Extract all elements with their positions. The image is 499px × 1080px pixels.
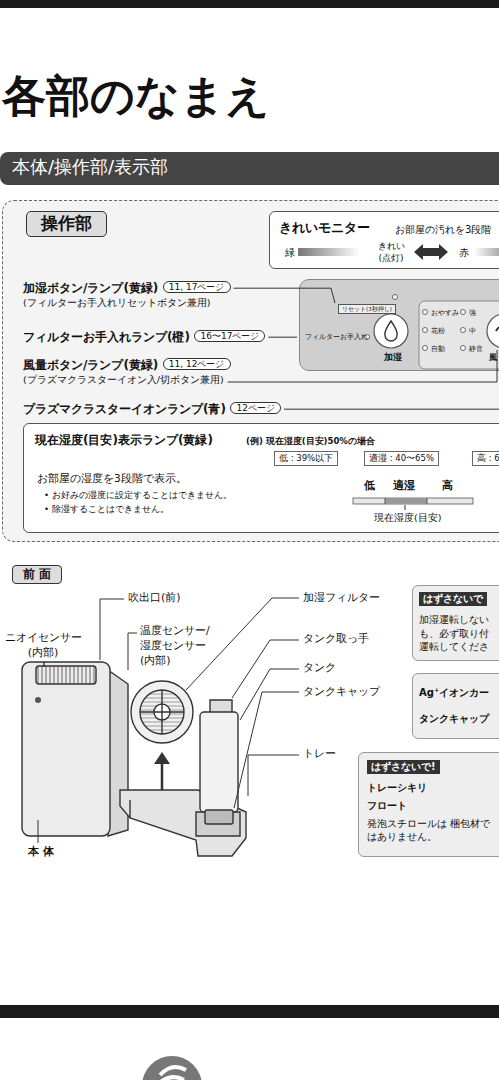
page-icon xyxy=(142,1056,202,1080)
node-text: 適湿 : 40〜65% xyxy=(369,453,434,463)
node-text: 11, 12ページ xyxy=(169,359,225,369)
section-band: 本体/操作部/表示部 xyxy=(0,152,499,185)
humidify-filter xyxy=(131,681,193,743)
part-label: プラズマクラスターイオンランプ(青) xyxy=(23,403,226,417)
part-label: タンク xyxy=(303,662,336,675)
node-text: Ag⁺イオンカー xyxy=(419,687,489,699)
range-box: 高 : 6 xyxy=(472,451,499,466)
node-text: • お好みの湿度に設定することはできません。 xyxy=(44,491,232,501)
leader-line xyxy=(268,337,297,338)
node-text: 適湿 xyxy=(393,480,415,493)
node-text: 高 : 6 xyxy=(477,453,499,463)
node-text: きれい (点灯) xyxy=(375,240,407,264)
part-label: 風量ボタン/ランプ(黄緑) xyxy=(23,359,158,373)
info-box: Ag⁺イオンカータンクキャップ xyxy=(412,673,499,739)
monitor-box: きれいモニター お部屋の汚れを3段階緑 きれい (点灯) 赤 xyxy=(269,211,499,269)
part-label: 吹出口(前) xyxy=(128,592,181,605)
part-label: タンク取っ手 xyxy=(303,633,369,646)
node-text: フロート xyxy=(367,800,407,812)
node-text: はずさないで! xyxy=(367,760,440,774)
node-text: 緑 xyxy=(285,247,295,259)
part-label: タンクキャップ xyxy=(303,686,380,699)
humidity-box: 現在湿度(目安)表示ランプ(黄緑) (例) 現在湿度(目安)50%の場合お部屋の湿… xyxy=(23,423,499,533)
section-tag: 前 面 xyxy=(12,565,62,584)
page-ref-pill: 11, 17ページ xyxy=(163,281,231,293)
part-label: フィルターお手入れランプ(橙) xyxy=(23,331,190,345)
node-text: おやすみ xyxy=(431,309,459,317)
node-text: 中 xyxy=(469,327,476,335)
node-text: 自動 xyxy=(431,345,445,353)
node-text: 低 xyxy=(364,480,375,493)
leader-line xyxy=(284,409,499,410)
node-text: 発泡スチロールは 梱包材ではありません。 xyxy=(367,818,492,844)
node-text: 操作部 xyxy=(26,211,107,237)
node-text: 12ページ xyxy=(236,403,274,413)
node-text: 16〜17ページ xyxy=(200,331,259,341)
top-bar xyxy=(0,0,499,8)
tray xyxy=(120,790,246,856)
node-text: タンクキャップ xyxy=(419,713,489,725)
node-text: 低 : 39%以下 xyxy=(279,453,333,463)
node-text: 前 面 xyxy=(23,567,51,581)
caution-box: はずさないで! トレーシキリフロート発泡スチロールは 梱包材ではありません。 xyxy=(358,752,499,857)
part-label: (フィルターお手入れリセットボタン兼用) xyxy=(23,298,210,309)
control-panel: フィルターお手入れ加湿 おやすみ 強花粉 中自動 静音風 リセット(3秒押し) xyxy=(299,279,499,371)
node-text: 加湿 xyxy=(384,352,402,362)
node-text: • 除湿することはできません。 xyxy=(44,505,169,515)
lift-arrow xyxy=(154,752,170,792)
node-text: 高 xyxy=(442,480,453,493)
node-text: 現在湿度(目安) xyxy=(374,513,441,524)
tank xyxy=(200,700,238,824)
part-label: (プラズマクラスターイオン入/切ボタン兼用) xyxy=(23,375,224,386)
node-text: 強 xyxy=(469,309,476,317)
node-text: お部屋の汚れを3段階 xyxy=(395,224,491,236)
node-text: お部屋の湿度を3段階で表示。 xyxy=(37,472,187,484)
node-text: 本体/操作部/表示部 xyxy=(12,157,168,178)
node-text: 11, 17ページ xyxy=(169,282,225,292)
node-text: はずさないで xyxy=(419,592,487,606)
bottom-bar xyxy=(0,1005,499,1018)
node-text: (例) 現在湿度(目安)50%の場合 xyxy=(246,437,375,447)
node-text: リセット(3秒押し) xyxy=(342,306,392,312)
leader-line xyxy=(228,350,497,382)
page-title: 各部のなまえ xyxy=(2,74,270,118)
page-ref-pill: 11, 12ページ xyxy=(163,358,231,370)
node-text: 赤 xyxy=(459,247,469,259)
leader-line xyxy=(234,288,336,303)
reset-button: リセット(3秒押し) xyxy=(338,304,396,314)
caution-box: はずさないで加湿運転しない も、必ず取り付 運転してくださ xyxy=(412,585,499,661)
part-label: 加湿フィルター xyxy=(303,592,380,605)
node-text: きれいモニター xyxy=(279,221,370,236)
part-label: 温度センサー/ 湿度センサー (内部) xyxy=(140,624,218,669)
node-text: 静音 xyxy=(469,345,483,353)
part-label: ニオイセンサー (内部) xyxy=(2,631,84,661)
part-label: 本 体 xyxy=(28,846,54,859)
part-label: トレー xyxy=(303,748,336,761)
range-box: 適湿 : 40〜65% xyxy=(364,451,439,466)
node-text: 花粉 xyxy=(431,327,445,335)
node-text: 現在湿度(目安)表示ランプ(黄緑) xyxy=(35,434,213,448)
node-text: 風 xyxy=(489,353,497,362)
page-ref-pill: 12ページ xyxy=(230,402,280,414)
range-box: 低 : 39%以下 xyxy=(274,451,338,466)
node-text: トレーシキリ xyxy=(367,782,427,794)
page-ref-pill: 16〜17ページ xyxy=(194,330,265,342)
node-text: フィルターお手入れ xyxy=(305,334,368,341)
unit-body xyxy=(22,662,128,836)
control-section-panel: 操作部 11, 17ページ 16〜17ページ 11, 12ページ 12ページ きれいモニ… xyxy=(2,200,499,542)
node-text: 加湿運転しない も、必ず取り付 運転してくださ xyxy=(419,613,495,654)
part-label: 加湿ボタン/ランプ(黄緑) xyxy=(23,282,158,296)
